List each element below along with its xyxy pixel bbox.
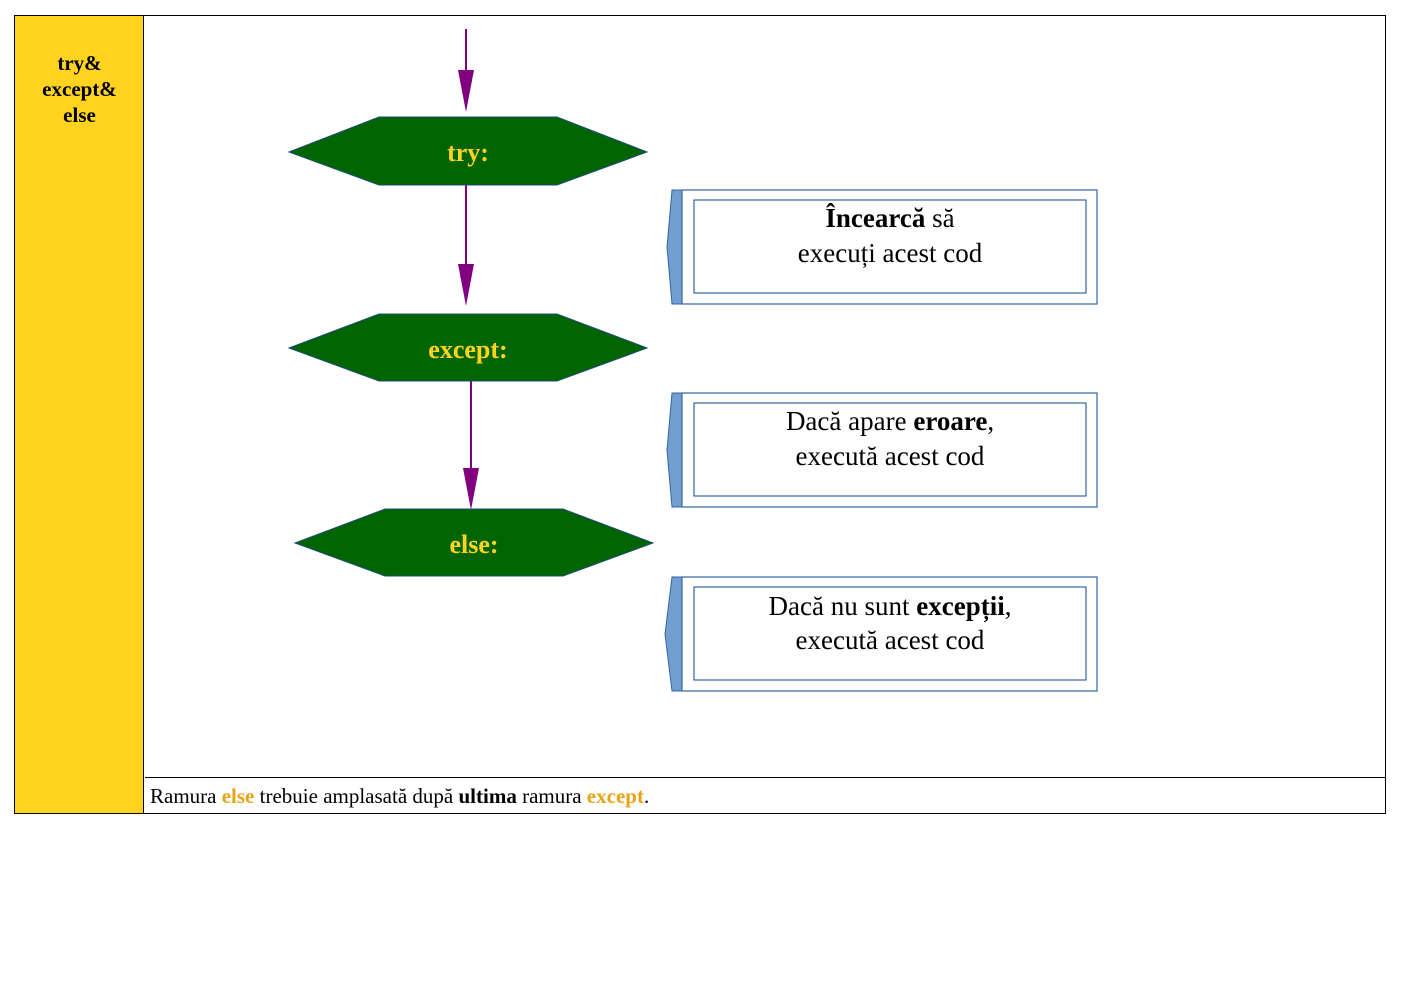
note-keyword-except: except [586,784,644,808]
except-keyword: except: [428,335,507,364]
layout-table: try& except& else [14,15,1386,814]
note-part: Ramura [150,784,222,808]
arrow-entry [458,29,474,112]
except-description-box: Dacă apare eroare, execută acest cod [666,392,1098,508]
note-text: Ramura else trebuie amplasată după ultim… [145,777,1385,813]
except-node: except: [287,313,649,382]
note-part: ramura [516,784,587,808]
try-node: try: [287,116,649,186]
flow-diagram: try: except: else: Încearcă să execuți a… [145,16,1385,776]
else-description-box: Dacă nu sunt excepții, execută acest cod [664,576,1098,692]
else-description-line2: execută acest cod [796,625,985,655]
note-bold-ultima: ultima [458,784,517,808]
try-description-box: Încearcă să execuți acest cod [666,189,1098,305]
arrow-except-to-else [463,381,479,510]
arrow-try-to-except [458,185,474,306]
else-description-line1: Dacă nu sunt excepții, [769,591,1012,622]
try-keyword: try: [447,138,489,167]
side-label: try& except& else [42,51,117,127]
side-column: try& except& else [15,16,144,813]
note-part: trebuie amplasată după [254,784,459,808]
try-description-line1: Încearcă să [825,203,954,233]
try-description-line2: execuți acest cod [798,238,983,268]
except-description-line2: execută acest cod [796,441,985,471]
note-part: . [643,784,650,808]
note-keyword-else: else [221,784,255,808]
except-description-line1: Dacă apare eroare, [786,406,994,436]
else-node: else: [293,508,655,577]
else-keyword: else: [449,530,498,559]
